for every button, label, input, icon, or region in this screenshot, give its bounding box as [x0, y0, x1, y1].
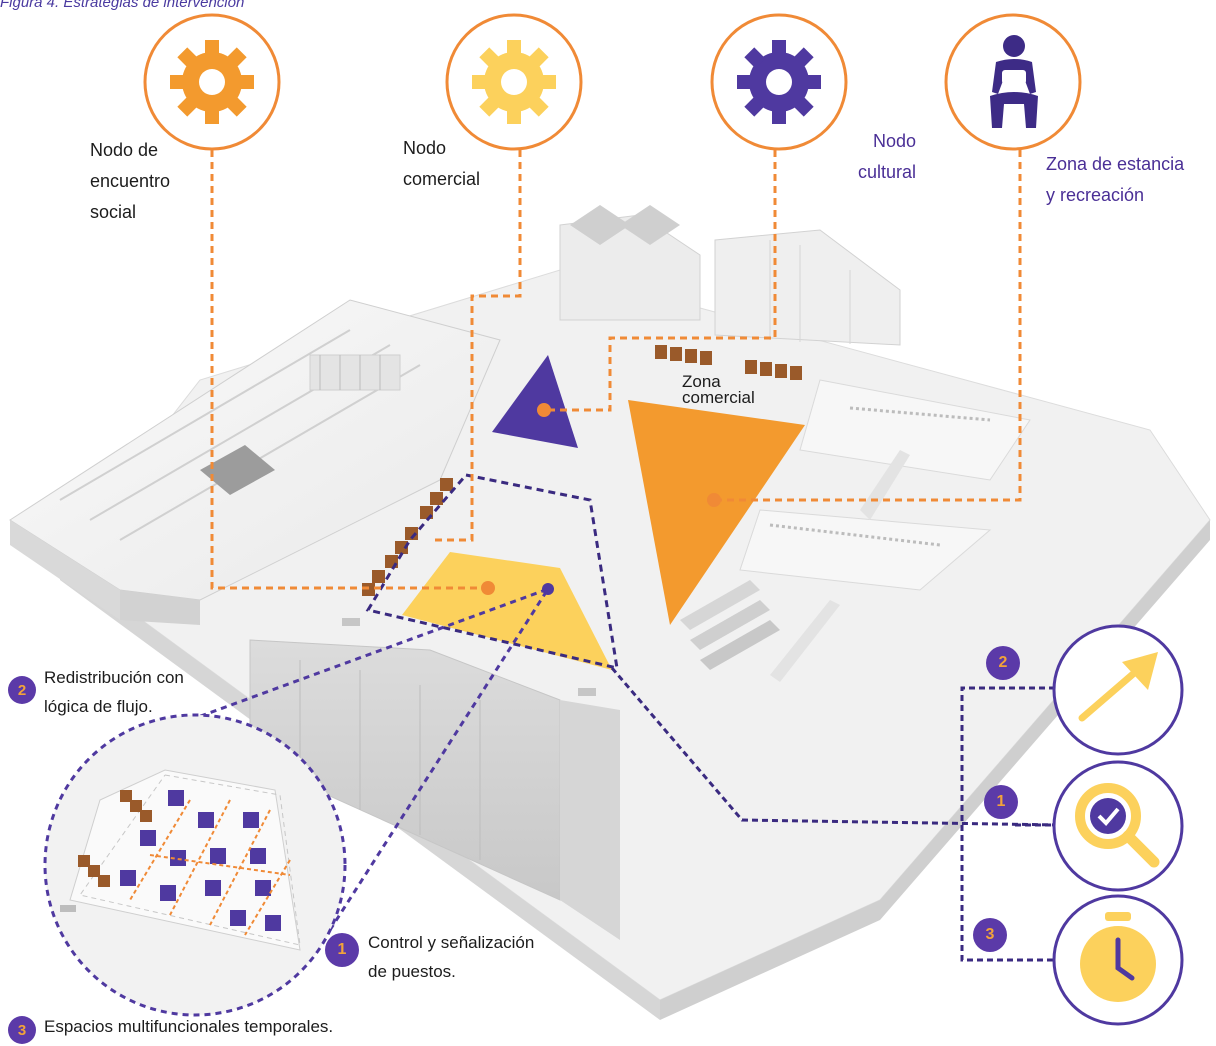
intervention-boundary [365, 473, 619, 670]
zone-commercial-label: Zona comercial [682, 372, 755, 407]
strategy-label-2: Redistribución con lógica de flujo. [44, 668, 184, 716]
node-recreation-icon [944, 13, 1082, 151]
node-social-icon [143, 13, 281, 151]
stopwatch-icon [1052, 894, 1184, 1026]
figure-caption: Figura 4. Estrategias de intervención [0, 0, 245, 11]
node-cultural-icon [710, 13, 848, 151]
label-nodo-comercial: Nodo comercial [403, 138, 481, 189]
arrow-icon [1052, 624, 1184, 756]
strategy-label-1: Control y señalización de puestos. [368, 933, 535, 981]
badge-3-right: 3 [973, 918, 1007, 952]
right-plaza [739, 379, 1031, 682]
badge-1-left: 1 [325, 933, 359, 967]
front-buildings [249, 639, 620, 940]
strategy-label-3: Espacios multifuncionales temporales. [44, 1017, 334, 1036]
label-zona-estancia: Zona de estancia y recreación [1046, 154, 1185, 205]
label-nodo-social: Nodo de encuentro social [90, 140, 171, 222]
orange-connectors [210, 150, 1022, 590]
zone-commercial-triangle [628, 400, 805, 625]
zoom-inset [43, 587, 550, 1017]
left-building-block [9, 299, 501, 625]
strategy-connectors [610, 667, 1061, 962]
label-nodo-cultural: Nodo cultural [858, 131, 917, 182]
zone-social-yellow [402, 552, 612, 670]
badge-3-left: 3 [8, 1016, 36, 1044]
magnifier-check-icon [1052, 760, 1184, 892]
badge-1-right: 1 [984, 785, 1018, 819]
badge-2-right: 2 [986, 646, 1020, 680]
stairs [680, 580, 780, 670]
back-buildings [559, 205, 901, 346]
zone-cultural-triangle [492, 355, 578, 448]
connector-endpoints [481, 403, 721, 595]
badge-2-left: 2 [8, 676, 36, 704]
node-commercial-icon [445, 13, 583, 151]
site-model [9, 205, 1211, 1020]
